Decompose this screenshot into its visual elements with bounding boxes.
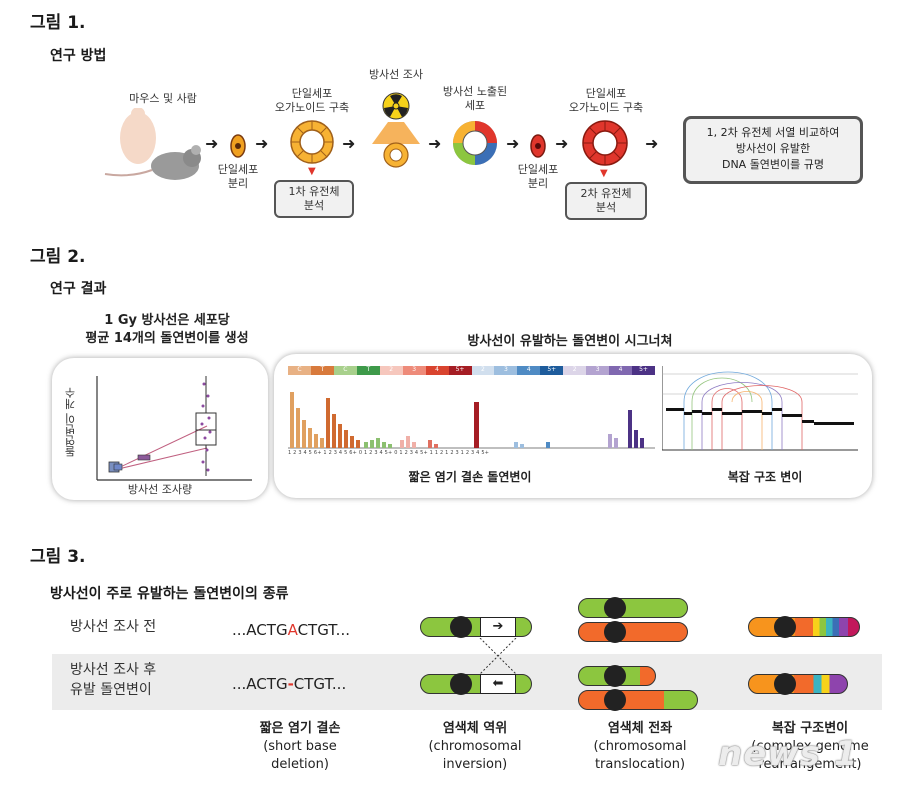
type-complex-en: (complex genome rearrangement) <box>751 739 869 772</box>
conclusion-box: 1, 2차 유전체 서열 비교하여 방사선이 유발한 DNA 돌연변이를 규명 <box>683 116 863 184</box>
type-translocation-en: (chromosomal translocation) <box>593 739 687 772</box>
single-cell-isolation-label: 단일세포 분리 <box>217 163 259 190</box>
row-after-label: 방사선 조사 후 유발 돌연변이 <box>70 662 157 698</box>
complex-chromosome-before <box>748 617 860 637</box>
spectrum-caption: 짧은 염기 결손 돌연변이 <box>408 470 532 484</box>
sequence-before: ...ACTGACTGT... <box>232 621 350 639</box>
centromere-icon-3 <box>604 597 626 619</box>
header-c: C <box>288 366 311 375</box>
header-4c: 4 <box>609 366 633 375</box>
seq-before-highlight: A <box>287 621 298 639</box>
figure1-subtitle: 연구 방법 <box>50 48 107 64</box>
header-2: 2 <box>379 366 403 375</box>
type-short-deletion-ko: 짧은 염기 결손 <box>259 721 341 736</box>
seq-after-prefix: ...ACTG <box>232 675 288 693</box>
seq-after-deletion: - <box>287 675 294 693</box>
sv-caption: 복잡 구조 변이 <box>727 470 803 484</box>
flow-arrow-6: ➜ <box>555 134 569 153</box>
organoid-icon-2 <box>582 120 628 166</box>
centromere-icon <box>450 616 472 638</box>
figure2-subtitle: 연구 결과 <box>50 281 107 297</box>
single-cell-icon <box>230 134 246 158</box>
centromere-icon-4 <box>604 621 626 643</box>
left-panel-heading: 1 Gy 방사선은 세포당 평균 14개의 돌연변이를 생성 <box>85 313 249 346</box>
dose-response-plot <box>96 376 252 481</box>
deletion-spectrum-bars <box>288 392 655 449</box>
centromere-icon-2 <box>450 673 472 695</box>
type-inversion-ko: 염색체 역위 <box>442 721 508 736</box>
translocation-chr-b-after <box>578 690 698 710</box>
y-axis-label: 돌연변이 개수 <box>64 387 77 458</box>
header-c2: C <box>333 366 357 375</box>
header-2b: 2 <box>471 366 495 375</box>
exposed-cells-label: 방사선 노출된 세포 <box>442 85 508 112</box>
figure2-title: 그림 2. <box>30 247 86 267</box>
seq-before-suffix: CTGT... <box>297 621 350 639</box>
complex-chromosome-after <box>748 674 848 694</box>
figure3-subtitle: 방사선이 주로 유발하는 돌연변이의 종류 <box>50 586 289 602</box>
exposed-organoid-icon <box>453 121 497 165</box>
type-translocation-ko: 염색체 전좌 <box>607 721 673 736</box>
type-inversion: 염색체 역위 (chromosomal inversion) <box>395 720 555 774</box>
header-3c: 3 <box>586 366 610 375</box>
inversion-left-arrow-icon: ⬅ <box>480 674 516 694</box>
header-t: T <box>310 366 334 375</box>
first-analysis-box: 1차 유전체 분석 <box>274 180 354 218</box>
centromere-icon-6 <box>604 689 626 711</box>
flow-arrow-3: ➜ <box>342 134 356 153</box>
flow-arrow-1: ➜ <box>205 134 219 153</box>
type-short-deletion-en: (short base deletion) <box>263 739 337 772</box>
translocation-chr-b-before <box>578 622 688 642</box>
complex-sv-plot <box>662 366 858 451</box>
figure1-title: 그림 1. <box>30 13 86 33</box>
seq-after-suffix: CTGT... <box>293 675 347 693</box>
flow-arrow-7: ➜ <box>645 134 659 153</box>
inversion-right-arrow-icon: ➔ <box>480 617 516 637</box>
organoid-icon-1 <box>290 120 334 164</box>
centromere-icon-7 <box>774 616 796 638</box>
type-translocation: 염색체 전좌 (chromosomal translocation) <box>560 720 720 774</box>
seq-before-prefix: ...ACTG <box>232 621 288 639</box>
type-complex-ko: 복잡 구조변이 <box>771 721 849 736</box>
centromere-icon-5 <box>604 665 626 687</box>
flow-arrow-2: ➜ <box>255 134 269 153</box>
radiation-icon <box>372 92 420 168</box>
single-cell-isolation-label-2: 단일세포 분리 <box>517 163 559 190</box>
type-short-deletion: 짧은 염기 결손 (short base deletion) <box>220 720 380 774</box>
down-arrow-icon: ▼ <box>308 166 316 177</box>
news1-watermark: news 1 <box>718 734 859 774</box>
organoid-build-label-2: 단일세포 오가노이드 구축 <box>568 87 644 114</box>
translocation-chr-a-before <box>578 598 688 618</box>
header-5plus-b: 5+ <box>540 366 564 375</box>
figure3-title: 그림 3. <box>30 547 86 567</box>
flow-arrow-4: ➜ <box>428 134 442 153</box>
second-analysis-box: 2차 유전체 분석 <box>565 182 647 220</box>
header-3b: 3 <box>494 366 518 375</box>
header-4b: 4 <box>517 366 541 375</box>
header-2c: 2 <box>563 366 587 375</box>
spectrum-tick-labels: 1 2 3 4 5 6+ 1 2 3 4 5 6+ 0 1 2 3 4 5+ 0… <box>288 450 490 456</box>
header-5plus-c: 5+ <box>632 366 655 375</box>
single-cell-icon-2 <box>530 134 546 158</box>
radiation-label: 방사선 조사 <box>368 68 424 81</box>
header-5plus: 5+ <box>448 366 472 375</box>
x-axis-label: 방사선 조사량 <box>127 483 193 496</box>
row-before-label: 방사선 조사 전 <box>70 619 157 635</box>
right-panel-heading: 방사선이 유발하는 돌연변이 시그너쳐 <box>467 334 673 349</box>
down-arrow-icon-2: ▼ <box>600 168 608 179</box>
inversion-cross-lines <box>479 638 517 674</box>
spectrum-header-bar: C T C T 2 3 4 5+ 2 3 4 5+ 2 3 4 5+ <box>288 366 655 375</box>
type-inversion-en: (chromosomal inversion) <box>428 739 522 772</box>
header-t2: T <box>356 366 380 375</box>
mouse-human-illustration <box>104 108 201 180</box>
dose-response-panel <box>52 358 268 500</box>
sequence-after: ...ACTG-CTGT... <box>232 675 346 693</box>
organoid-build-label-1: 단일세포 오가노이드 구축 <box>274 87 350 114</box>
flow-arrow-5: ➜ <box>506 134 520 153</box>
header-4: 4 <box>425 366 449 375</box>
header-3: 3 <box>402 366 426 375</box>
centromere-icon-8 <box>774 673 796 695</box>
mouse-human-label: 마우스 및 사람 <box>129 92 197 105</box>
type-complex: 복잡 구조변이 (complex genome rearrangement) <box>725 720 895 774</box>
